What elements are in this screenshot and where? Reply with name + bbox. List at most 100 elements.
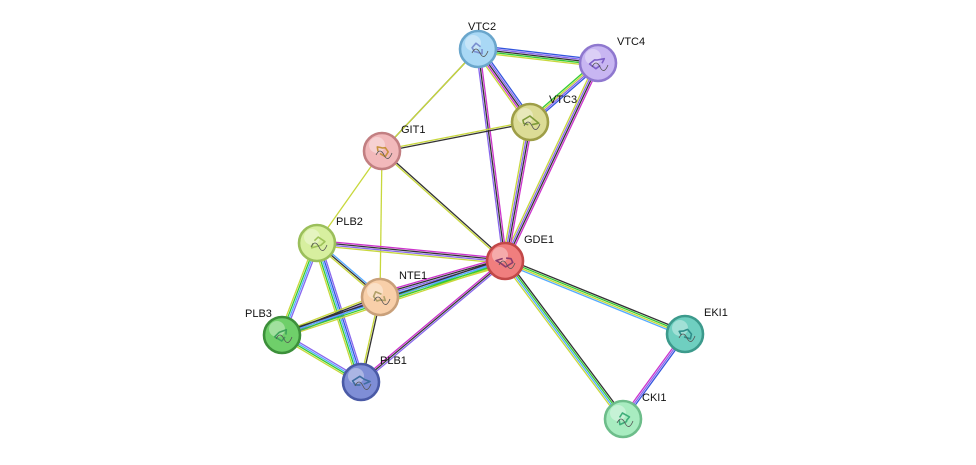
edges-layer (279, 44, 687, 421)
edge-plb1-gde1[interactable] (359, 259, 507, 384)
edge-evidence-yellow (502, 262, 622, 421)
edge-evidence-purple (319, 241, 365, 382)
node-circle (510, 102, 550, 142)
edge-evidence-black (382, 149, 506, 261)
edge-evidence-purple (316, 243, 505, 263)
edge-vtc2-vtc4[interactable] (477, 44, 599, 68)
edge-evidence-lightblue (503, 262, 685, 337)
protein-structure-icon (495, 257, 516, 269)
node-label: GIT1 (401, 124, 425, 136)
edge-evidence-black (505, 63, 600, 262)
node-cki1[interactable]: CKI1 (603, 392, 666, 439)
edge-vtc3-git1[interactable] (381, 120, 531, 153)
edge-evidence-magenta (506, 122, 534, 262)
protein-structure-icon (310, 236, 328, 251)
edge-evidence-magenta (317, 239, 506, 260)
node-plb1[interactable]: PLB1 (341, 355, 407, 402)
edge-evidence-magenta (359, 259, 505, 382)
node-vtc2[interactable]: VTC2 (458, 21, 498, 69)
edge-evidence-purple (361, 261, 507, 384)
protein-structure-icon (351, 375, 372, 390)
protein-structure-icon (522, 115, 541, 130)
edge-evidence-black (317, 241, 506, 261)
edge-evidence-purple (503, 121, 530, 261)
protein-structure-icon (678, 328, 696, 342)
edge-evidence-black (477, 48, 599, 64)
node-circle (603, 399, 643, 439)
node-plb3[interactable]: PLB3 (245, 308, 302, 355)
edge-evidence-yellow (380, 264, 507, 302)
node-label: EKI1 (704, 307, 728, 319)
edge-plb2-gde1[interactable] (316, 239, 506, 265)
node-label: CKI1 (642, 392, 666, 404)
node-circle (665, 314, 705, 354)
node-highlight (348, 368, 364, 384)
node-label: VTC2 (468, 21, 496, 33)
edge-gde1-eki1[interactable] (503, 258, 687, 337)
edge-evidence-lightblue (380, 261, 506, 299)
node-highlight (304, 229, 320, 245)
protein-structure-icon (616, 412, 634, 427)
node-nte1[interactable]: NTE1 (360, 270, 427, 317)
edge-evidence-green (505, 260, 625, 419)
edge-evidence-yellow (379, 150, 383, 298)
node-highlight (672, 320, 688, 336)
edge-evidence-yellow (501, 121, 529, 261)
edge-evidence-magenta (506, 63, 601, 263)
edge-evidence-magenta (479, 48, 508, 261)
edge-evidence-green (477, 50, 598, 66)
edge-git1-nte1[interactable] (379, 150, 383, 298)
node-label: PLB3 (245, 308, 272, 320)
edge-evidence-lightblue (503, 261, 623, 420)
node-highlight (269, 321, 285, 337)
node-label: NTE1 (399, 270, 427, 282)
edge-evidence-purple (379, 259, 505, 297)
node-highlight (465, 35, 481, 51)
edge-nte1-gde1[interactable] (378, 256, 507, 302)
node-circle (485, 241, 525, 281)
node-highlight (585, 49, 601, 65)
edge-vtc3-gde1[interactable] (501, 121, 534, 262)
edge-evidence-magenta (378, 256, 505, 294)
edge-evidence-black (477, 48, 506, 262)
node-highlight (517, 108, 533, 124)
node-label: PLB1 (380, 355, 407, 367)
edge-evidence-black (505, 258, 687, 333)
node-circle (341, 362, 381, 402)
node-gde1[interactable]: GDE1 (485, 234, 554, 281)
node-vtc4[interactable]: VTC4 (578, 36, 645, 83)
edge-evidence-yellow (502, 61, 597, 261)
node-circle (578, 43, 618, 83)
edge-evidence-black (382, 122, 531, 153)
node-git1[interactable]: GIT1 (362, 124, 425, 171)
edge-evidence-black (505, 122, 532, 262)
protein-structure-icon (471, 42, 489, 57)
edge-vtc2-git1[interactable] (381, 48, 479, 152)
node-highlight (369, 137, 385, 153)
edge-gde1-cki1[interactable] (502, 259, 626, 421)
edge-evidence-green (505, 259, 686, 334)
node-label: GDE1 (524, 234, 554, 246)
edge-git1-gde1[interactable] (381, 149, 506, 263)
edge-evidence-green (380, 262, 506, 301)
edge-vtc4-gde1[interactable] (502, 61, 601, 263)
node-plb2[interactable]: PLB2 (297, 216, 363, 263)
protein-structure-icon (273, 328, 293, 343)
node-highlight (492, 247, 508, 263)
node-highlight (610, 405, 626, 421)
edge-evidence-yellow (381, 151, 505, 263)
edge-evidence-yellow (504, 261, 685, 336)
node-vtc3[interactable]: VTC3 (510, 94, 577, 142)
edge-evidence-black (506, 259, 626, 418)
edge-evidence-purple (478, 46, 599, 62)
protein-structure-icon (588, 57, 609, 71)
edge-vtc2-gde1[interactable] (475, 48, 508, 262)
protein-structure-icon (372, 291, 391, 305)
node-eki1[interactable]: EKI1 (665, 307, 728, 354)
edge-evidence-black (379, 257, 505, 296)
node-highlight (367, 283, 383, 299)
edge-evidence-yellow (381, 48, 479, 152)
edge-evidence-yellow (381, 120, 530, 151)
